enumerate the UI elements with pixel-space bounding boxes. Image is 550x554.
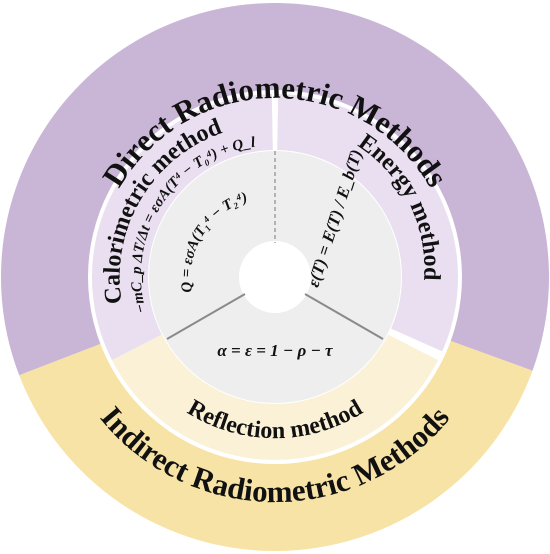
reflection-sector <box>111 334 439 460</box>
calorimetric-sector <box>92 94 273 361</box>
direct-outer-ring <box>0 2 549 376</box>
energy-sector <box>277 94 458 352</box>
reflection-equation: α = ε = 1 − ρ − τ <box>217 341 333 360</box>
core-left-divider <box>166 293 246 340</box>
equation-core <box>148 151 401 404</box>
core-right-divider <box>304 293 384 340</box>
indirect-outer-ring <box>19 340 533 551</box>
